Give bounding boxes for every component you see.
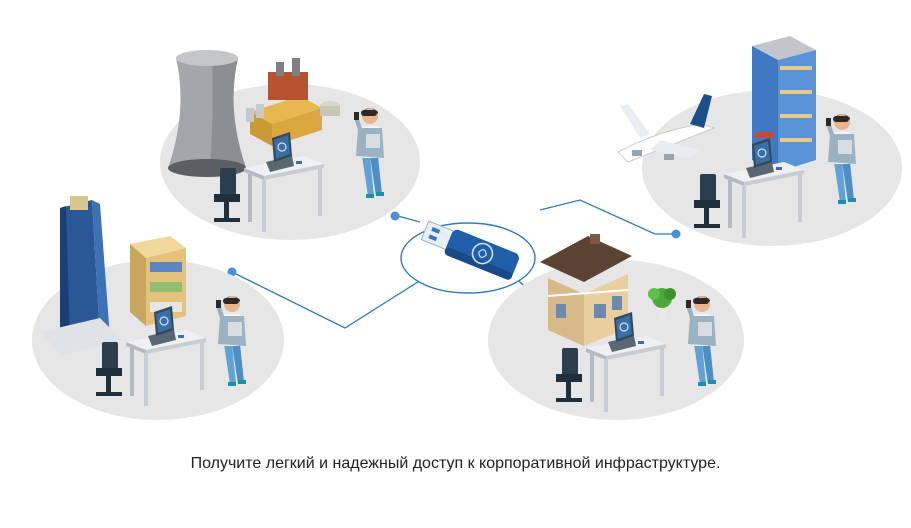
node-power-plant [160, 50, 420, 240]
node-home-office [488, 234, 744, 420]
skyscraper-icon [40, 196, 122, 356]
node-dot [390, 211, 400, 221]
house-icon [540, 234, 632, 346]
node-dot [671, 229, 681, 239]
node-skyscraper-office [32, 196, 284, 420]
line-left [231, 267, 441, 329]
caption: Получите легкий и надежный доступ к корп… [190, 455, 721, 472]
usb-security-token-icon [420, 220, 519, 280]
line-top-left [397, 215, 421, 223]
plant-icon [648, 288, 676, 320]
central-hub [400, 220, 536, 294]
infrastructure-diagram [32, 36, 902, 420]
airplane-icon [617, 94, 716, 163]
line-right [539, 199, 680, 235]
node-airport-office [617, 36, 902, 246]
bookshelf-icon [130, 236, 186, 326]
office-building-icon [752, 36, 816, 172]
